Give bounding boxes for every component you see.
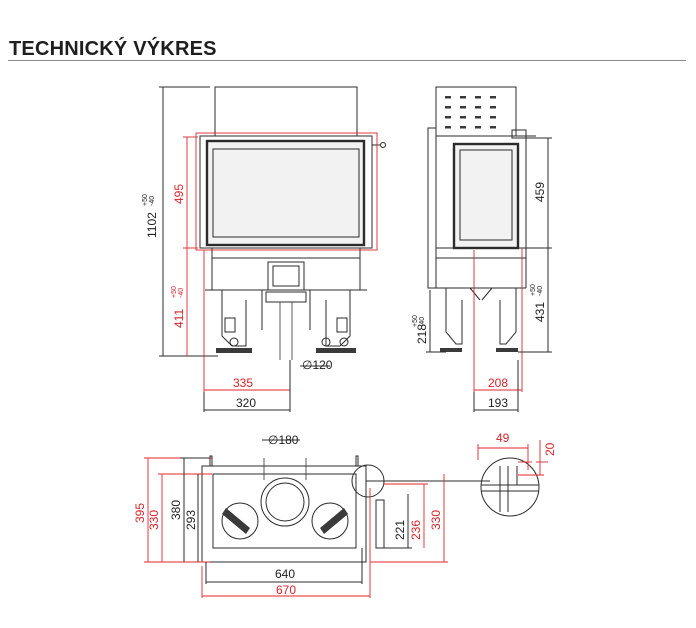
- side-depth-black: 193: [488, 396, 508, 410]
- front-total-height-tol-minus: -40: [149, 196, 156, 206]
- side-foot-height: 218: [415, 324, 429, 344]
- top-depth-outer: 395: [133, 503, 147, 523]
- side-glass-height: 459: [533, 182, 547, 202]
- front-base-height: 411: [172, 309, 186, 328]
- front-width-red: 335: [233, 376, 253, 390]
- side-base-height-tol-plus: +50: [530, 284, 537, 296]
- front-base-height-tol-plus: +50: [171, 286, 178, 298]
- top-side-depth-right: 330: [429, 510, 443, 530]
- front-total-height-tol-plus: +50: [142, 194, 149, 206]
- front-total-height: 1102: [145, 212, 159, 238]
- detail-view: [477, 440, 548, 517]
- side-foot-height-tol-plus: +50: [412, 315, 419, 327]
- side-foot-height-tol-minus: -40: [419, 317, 426, 327]
- top-flue-diameter: ∅180: [268, 433, 299, 447]
- page-title: TECHNICKÝ VÝKRES: [9, 38, 217, 60]
- top-side-depth: 221: [393, 520, 407, 540]
- top-depth-inner: 293: [184, 510, 198, 530]
- side-depth-red: 208: [488, 376, 508, 390]
- top-depth-frame: 330: [147, 510, 161, 530]
- front-base-height-tol-minus: -40: [178, 288, 185, 298]
- front-width-black: 320: [236, 396, 256, 410]
- top-width-black: 640: [275, 567, 295, 581]
- top-view: [144, 439, 490, 598]
- front-flue-diameter: ∅120: [302, 358, 333, 372]
- detail-offset-x: 49: [496, 431, 510, 445]
- side-view: [426, 86, 552, 412]
- front-view: [159, 86, 386, 412]
- top-side-depth-red: 236: [409, 520, 423, 540]
- side-base-height-tol-minus: -40: [537, 286, 544, 296]
- title-divider: [8, 60, 686, 61]
- top-depth-mid: 380: [169, 500, 183, 520]
- detail-offset-y: 20: [543, 442, 557, 456]
- top-width-red: 670: [276, 583, 296, 597]
- front-glass-height: 495: [172, 184, 186, 204]
- side-base-height: 431: [533, 302, 547, 322]
